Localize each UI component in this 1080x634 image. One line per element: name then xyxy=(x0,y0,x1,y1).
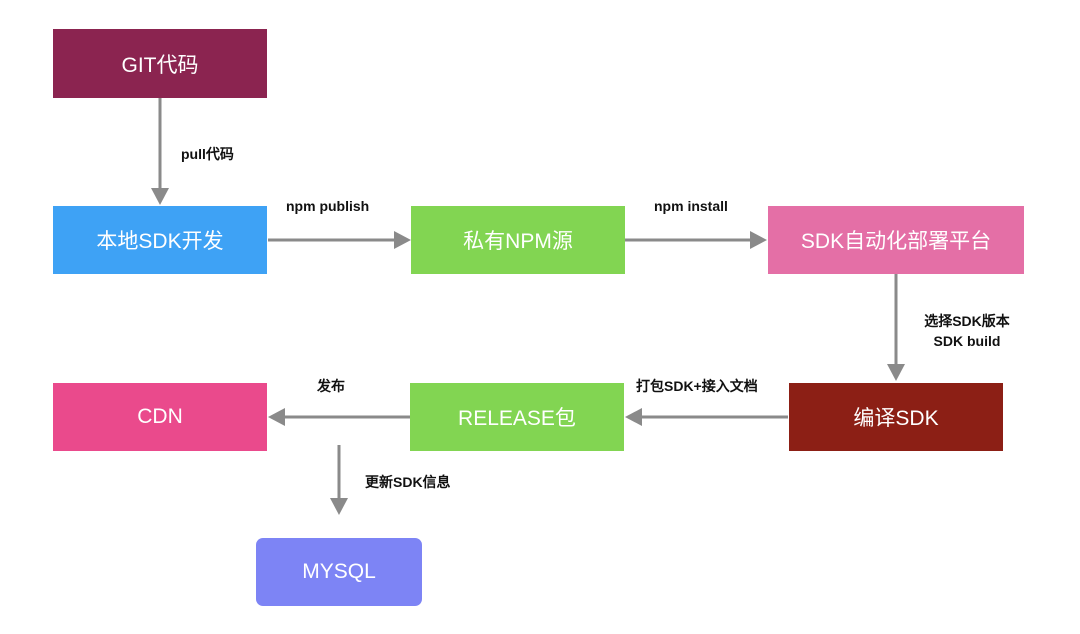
arrow-to-mysql xyxy=(330,445,348,515)
node-deploy-platform: SDK自动化部署平台 xyxy=(768,206,1024,274)
label-update-sdk-info: 更新SDK信息 xyxy=(365,474,451,490)
node-cdn: CDN xyxy=(53,383,267,451)
node-private-npm: 私有NPM源 xyxy=(411,206,625,274)
arrow-platform-to-compile xyxy=(887,274,905,381)
label-pull-code: pull代码 xyxy=(181,146,234,162)
label-sdk-build: SDK build xyxy=(933,333,1001,349)
arrow-local-to-npm xyxy=(268,231,411,249)
label-npm-install: npm install xyxy=(654,198,728,214)
arrow-compile-to-release xyxy=(625,408,788,426)
label-npm-publish: npm publish xyxy=(286,198,370,214)
node-mysql: MYSQL xyxy=(256,538,422,606)
node-local-sdk-dev: 本地SDK开发 xyxy=(53,206,267,274)
arrow-npm-to-platform xyxy=(625,231,767,249)
label-select-version: 选择SDK版本 xyxy=(924,313,1010,329)
label-package-docs: 打包SDK+接入文档 xyxy=(636,378,758,394)
node-git-code: GIT代码 xyxy=(53,29,267,98)
label-publish-cdn: 发布 xyxy=(317,378,345,394)
node-compile-sdk: 编译SDK xyxy=(789,383,1003,451)
node-release-package: RELEASE包 xyxy=(410,383,624,451)
arrow-release-to-cdn xyxy=(268,408,410,426)
arrow-git-to-local xyxy=(151,98,169,205)
